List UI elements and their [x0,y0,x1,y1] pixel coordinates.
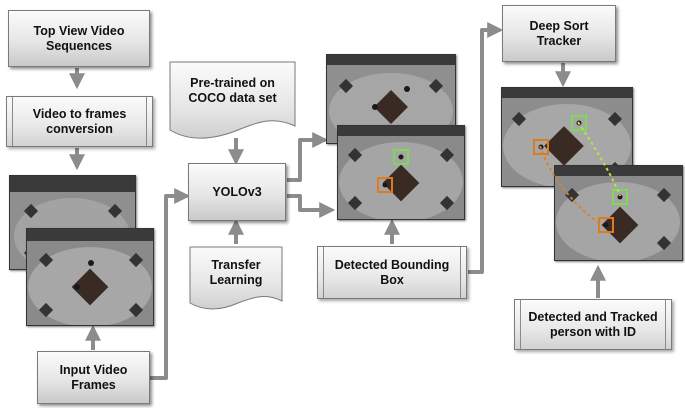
floor-view-image [338,126,464,219]
node-transfer-learning: Transfer Learning [188,245,284,313]
node-label-wrap: Transfer Learning [188,251,284,295]
node-label: Deep Sort Tracker [529,18,589,48]
node-label: Top View Video Sequences [33,23,125,53]
bounding-box-green [393,149,409,165]
node-pretrained-coco: Pre-trained on COCO data set [168,60,297,142]
tracking-frame-front [554,165,683,261]
node-yolov3: YOLOv3 [188,163,286,221]
arrow-yolo-to-image-top [287,132,329,182]
bounding-box-orange [377,177,393,193]
floor-view-image [27,229,153,325]
arrow-input-to-yolo [150,188,191,380]
document-shape [189,246,283,310]
node-detected-bounding-box: Detected Bounding Box [317,246,467,299]
node-label: Detected and Tracked person with ID [528,309,658,339]
arrow-yolo-to-image-bottom [287,194,336,218]
arrow-bbox-to-deepsort [468,22,504,274]
input-frame-front [26,228,154,326]
node-label: Transfer Learning [209,258,263,287]
node-label: Video to frames conversion [32,106,127,136]
tracked-box-orange [533,139,549,155]
detection-frame-front [337,125,465,220]
tracked-box-green-2 [612,189,628,205]
document-shape [169,61,296,139]
node-input-video-frames: Input Video Frames [37,351,150,404]
trajectory-orange [539,145,601,225]
trajectory-green [577,121,621,197]
node-detected-and-tracked-person: Detected and Tracked person with ID [514,299,672,350]
node-label: Pre-trained on COCO data set [188,76,277,105]
node-label: Input Video Frames [59,362,128,392]
node-video-to-frames-conversion: Video to frames conversion [6,96,153,147]
node-top-view-video-sequences: Top View Video Sequences [8,10,150,67]
node-label: Detected Bounding Box [334,257,450,287]
node-label: YOLOv3 [212,184,262,199]
node-deep-sort-tracker: Deep Sort Tracker [502,5,616,62]
tracked-box-orange-2 [598,217,614,233]
node-label-wrap: Pre-trained on COCO data set [168,68,297,114]
floor-view-image [555,166,682,260]
tracked-box-green [571,115,587,131]
